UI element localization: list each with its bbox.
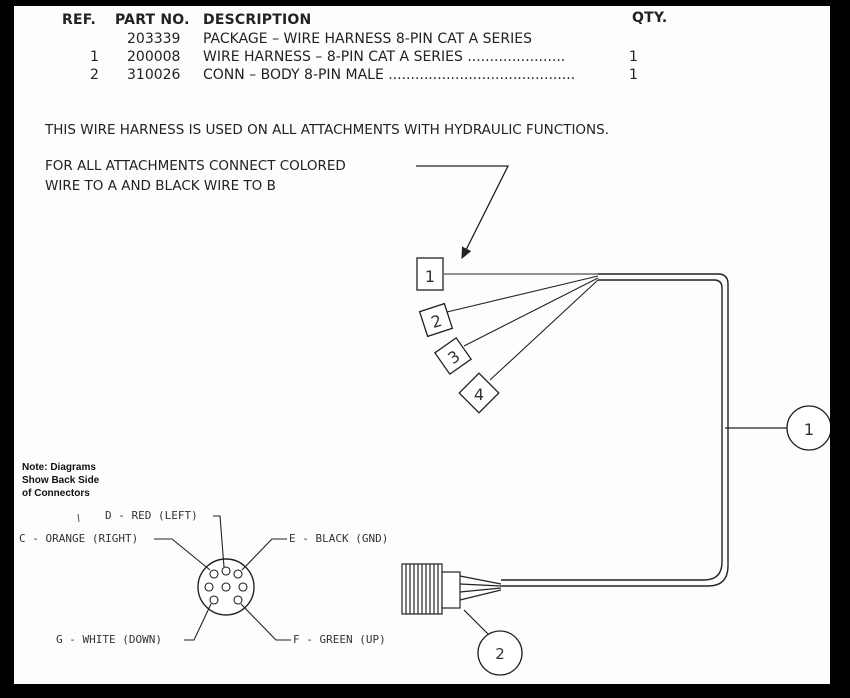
pin-a — [238, 582, 248, 592]
row-2-qty: 1 — [629, 67, 638, 83]
connect-note-line1: FOR ALL ATTACHMENTS CONNECT COLORED — [45, 158, 346, 174]
wire-tag-1-label: 1 — [425, 267, 435, 286]
wire-tag-4: 4 — [458, 372, 500, 414]
row-2-description: CONN – BODY 8-PIN MALE .................… — [203, 67, 576, 83]
pin-connector-face — [197, 558, 255, 616]
pin-b — [204, 582, 214, 592]
leader-arrow — [416, 165, 510, 260]
pin-c — [209, 569, 219, 579]
header-part-no: PART NO. — [115, 12, 190, 28]
pin-label-f: F - GREEN (UP) — [293, 633, 386, 646]
pin-h — [221, 582, 231, 592]
pin-label-c: C - ORANGE (RIGHT) — [19, 532, 139, 545]
diagram-note-line3: of Connectors — [22, 488, 90, 499]
pin-e — [233, 569, 243, 579]
fan-wires — [444, 273, 599, 381]
row-0-part-no: 203339 — [127, 31, 181, 47]
diagram-note-line1: Note: Diagrams — [22, 462, 96, 473]
harness-bundle — [501, 273, 729, 587]
wire-tag-1: 1 — [416, 257, 444, 291]
pin-label-e: E - BLACK (GND) — [289, 532, 389, 545]
usage-note: THIS WIRE HARNESS IS USED ON ALL ATTACHM… — [45, 122, 610, 138]
callout-2-label: 2 — [495, 645, 505, 663]
connect-note-line2: WIRE TO A AND BLACK WIRE TO B — [45, 178, 276, 194]
pin-leaders — [154, 515, 291, 641]
callout-2-leader — [463, 609, 489, 635]
row-1-description: WIRE HARNESS – 8-PIN CAT A SERIES ......… — [203, 49, 566, 65]
connector-body — [401, 563, 502, 615]
pin-label-d: D - RED (LEFT) — [105, 509, 198, 522]
wiring-diagram: 1 2 3 4 1 — [77, 165, 830, 676]
row-1-part-no: 200008 — [127, 49, 181, 65]
header-qty: QTY. — [632, 10, 668, 26]
header-description: DESCRIPTION — [203, 12, 312, 28]
row-1-ref: 1 — [90, 49, 99, 65]
wire-tag-4-label: 4 — [474, 385, 484, 404]
diagram-note-line2: Show Back Side — [22, 475, 100, 486]
pin-label-g: G - WHITE (DOWN) — [56, 633, 162, 646]
callout-1-label: 1 — [804, 420, 814, 439]
pin-g — [209, 595, 219, 605]
pin-f — [233, 595, 243, 605]
stray-mark — [77, 513, 80, 523]
row-2-ref: 2 — [90, 67, 99, 83]
header-ref: REF. — [62, 12, 96, 28]
pin-d — [221, 566, 231, 576]
row-1-qty: 1 — [629, 49, 638, 65]
callout-2: 2 — [477, 630, 523, 676]
row-2-part-no: 310026 — [127, 67, 181, 83]
row-0-description: PACKAGE – WIRE HARNESS 8-PIN CAT A SERIE… — [203, 31, 532, 47]
wire-tag-2: 2 — [418, 302, 454, 338]
wire-tag-3: 3 — [433, 336, 473, 376]
parts-sheet: REF. PART NO. DESCRIPTION QTY. 203339 PA… — [14, 6, 830, 684]
callout-1: 1 — [786, 405, 830, 451]
